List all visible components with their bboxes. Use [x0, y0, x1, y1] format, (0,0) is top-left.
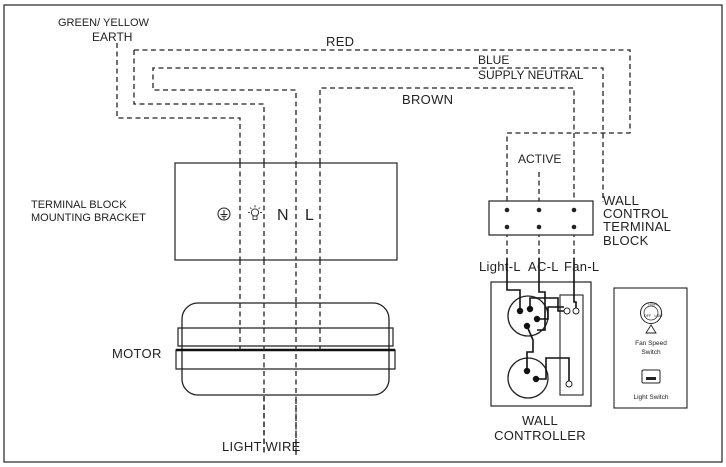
terminal-screws: [504, 207, 577, 230]
earth-label-line2: EARTH: [92, 30, 132, 44]
diagram-frame: [3, 4, 723, 463]
red-wire-top: [134, 49, 631, 202]
fan-speed-switch-label-1: Fan Speed: [635, 340, 667, 347]
motor-top-band: [177, 327, 394, 347]
motor-label: MOTOR: [112, 346, 162, 361]
fan-l-label: Fan-L: [564, 259, 599, 274]
light-wire-label: LIGHT WIRE: [222, 439, 301, 454]
red-label: RED: [326, 34, 354, 49]
fan-speed-dial: HIGH LOW OFF: [640, 302, 664, 324]
light-switch-label: Light Switch: [633, 394, 668, 401]
svg-text:OFF: OFF: [644, 314, 651, 318]
terminal-block-bracket: [174, 162, 398, 261]
light-l-label: Light-L: [479, 259, 521, 274]
terminal-block-label-1: TERMINAL BLOCK: [31, 199, 127, 211]
svg-text:HIGH: HIGH: [648, 303, 657, 307]
svg-text:LOW: LOW: [655, 314, 664, 318]
brown-label: BROWN: [402, 92, 453, 107]
blue-wire: [152, 67, 604, 455]
wall-control-terminal-block: [488, 200, 594, 236]
light-switch-circle: [507, 357, 549, 399]
light-switch-button: [641, 369, 661, 384]
red-wire: [133, 50, 265, 455]
wall-controller-label-1: WALL: [522, 413, 558, 428]
wall-terminal-label-2: CONTROL: [603, 206, 669, 221]
wall-terminal-label-3: TERMINAL: [603, 219, 671, 234]
wall-controller-label-2: CONTROLLER: [494, 428, 586, 443]
wall-terminal-label-4: BLOCK: [603, 233, 649, 248]
supply-neutral-label: SUPPLY NEUTRAL: [478, 68, 584, 82]
earth-label-line1: GREEN/ YELLOW: [58, 17, 149, 29]
terminal-n-label: N: [277, 207, 289, 224]
fan-speed-switch-label-2: Switch: [641, 349, 661, 356]
blue-label: BLUE: [478, 53, 509, 67]
light-bulb-icon: [248, 205, 262, 220]
switch-module: [559, 294, 584, 396]
terminal-block-label-2: MOUNTING BRACKET: [31, 212, 146, 224]
earth-wire: [116, 43, 241, 350]
earth-ground-icon: [217, 207, 231, 221]
active-label: ACTIVE: [518, 152, 561, 166]
triangle-pointer-icon: [645, 324, 657, 334]
terminal-l-label: L: [305, 207, 314, 224]
ac-l-label: AC-L: [528, 259, 559, 274]
wall-terminal-label-1: WALL: [603, 193, 639, 208]
